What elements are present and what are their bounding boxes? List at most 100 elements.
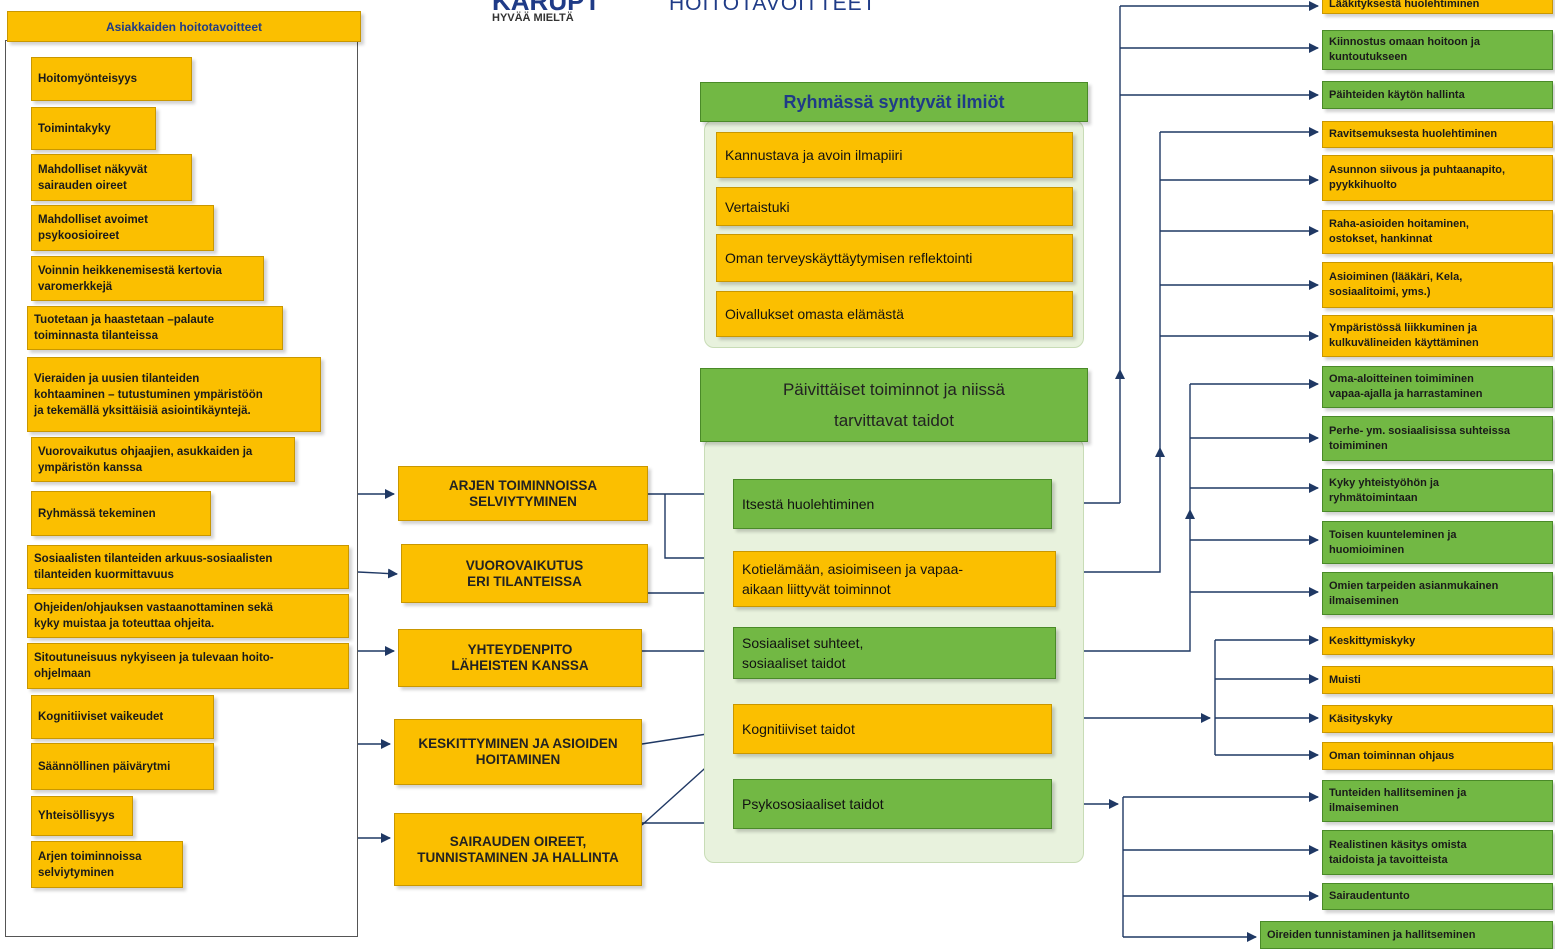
left-item-text: Sitoutuneisuus nykyiseen ja tulevaan hoi… xyxy=(34,652,274,680)
right-item-text: Lääkityksestä huolehtiminen xyxy=(1329,0,1480,10)
right-item-text: Oma-aloitteinen toimiminen vapaa-ajalla … xyxy=(1329,373,1483,400)
right-item-text: Omien tarpeiden asianmukainen ilmaisemin… xyxy=(1329,579,1499,607)
middle-item-text: SAIRAUDEN OIREET, TUNNISTAMINEN JA HALLI… xyxy=(417,833,619,865)
right-item-text: Asioiminen (lääkäri, Kela, sosiaalitoimi… xyxy=(1329,271,1463,298)
middle-item-3: YHTEYDENPITO LÄHEISTEN KANSSA xyxy=(398,629,642,687)
left-item-16: Arjen toiminnoissa selviytyminen xyxy=(31,841,183,888)
right-item-text: Realistinen käsitys omista taidoista ja … xyxy=(1329,838,1467,866)
right-item-12: Toisen kuunteleminen ja huomioiminen xyxy=(1322,521,1553,564)
right-item-text: Muisti xyxy=(1329,673,1361,686)
right-item-8: Ympäristössä liikkuminen ja kulkuvälinei… xyxy=(1322,315,1553,357)
left-item-text: Mahdolliset näkyvät sairauden oireet xyxy=(38,163,148,192)
right-item-text: Ravitsemuksesta huolehtiminen xyxy=(1329,128,1498,140)
group-panel-title: Ryhmässä syntyvät ilmiöt xyxy=(700,82,1088,122)
middle-item-text: ARJEN TOIMINNOISSA SELVIYTYMINEN xyxy=(448,477,598,509)
middle-item-text: KESKITTYMINEN JA ASIOIDEN HOITAMINEN xyxy=(418,736,618,767)
left-item-4: Mahdolliset avoimet psykoosioireet xyxy=(31,205,214,251)
right-item-18: Tunteiden hallitseminen ja ilmaiseminen xyxy=(1322,780,1553,822)
right-item-2: Kiinnostus omaan hoitoon ja kuntoutuksee… xyxy=(1322,30,1553,70)
right-item-6: Raha-asioiden hoitaminen, ostokset, hank… xyxy=(1322,210,1553,254)
right-item-13: Omien tarpeiden asianmukainen ilmaisemin… xyxy=(1322,572,1553,615)
left-item-text: Tuotetaan ja haastetaan –palaute toiminn… xyxy=(34,314,215,342)
middle-item-4: KESKITTYMINEN JA ASIOIDEN HOITAMINEN xyxy=(394,719,642,785)
middle-item-1: ARJEN TOIMINNOISSA SELVIYTYMINEN xyxy=(398,466,648,521)
daily-item-3: Sosiaaliset suhteet, sosiaaliset taidot xyxy=(733,627,1056,679)
right-item-text: Asunnon siivous ja puhtaanapito, pyykkih… xyxy=(1329,164,1506,191)
daily-item-text: Itsestä huolehtiminen xyxy=(742,496,875,512)
logo-subtext: HYVÄÄ MIELTÄ xyxy=(492,12,574,24)
left-item-3: Mahdolliset näkyvät sairauden oireet xyxy=(31,154,192,201)
group-item-text: Oivallukset omasta elämästä xyxy=(725,306,904,322)
right-item-text: Raha-asioiden hoitaminen, ostokset, hank… xyxy=(1329,218,1469,245)
right-item-19: Realistinen käsitys omista taidoista ja … xyxy=(1322,830,1553,875)
daily-item-4: Kognitiiviset taidot xyxy=(733,704,1052,754)
logo: KARUPT HYVÄÄ MIELTÄ xyxy=(492,0,612,28)
right-item-1: Lääkityksestä huolehtiminen xyxy=(1322,0,1553,14)
right-item-5: Asunnon siivous ja puhtaanapito, pyykkih… xyxy=(1322,155,1553,201)
group-item-text: Oman terveyskäyttäytymisen reflektointi xyxy=(725,250,973,266)
left-item-text: Toimintakyky xyxy=(38,122,111,135)
left-item-text: Mahdolliset avoimet psykoosioireet xyxy=(38,214,148,242)
right-item-3: Päihteiden käytön hallinta xyxy=(1322,81,1553,109)
group-item-1: Kannustava ja avoin ilmapiiri xyxy=(716,132,1073,178)
daily-item-text: Kognitiiviset taidot xyxy=(742,721,855,737)
left-item-14: Säännöllinen päivärytmi xyxy=(31,743,214,790)
right-item-11: Kyky yhteistyöhön ja ryhmätoimintaan xyxy=(1322,469,1553,512)
logo-text: KARUPT xyxy=(492,0,601,16)
right-item-21: Oireiden tunnistaminen ja hallitseminen xyxy=(1260,921,1553,949)
left-item-2: Toimintakyky xyxy=(31,107,156,150)
left-item-7: Vieraiden ja uusien tilanteiden kohtaami… xyxy=(27,357,321,432)
left-item-12: Sitoutuneisuus nykyiseen ja tulevaan hoi… xyxy=(27,643,349,689)
right-item-text: Päihteiden käytön hallinta xyxy=(1329,88,1465,101)
right-item-15: Muisti xyxy=(1322,666,1553,694)
middle-item-2: VUOROVAIKUTUS ERI TILANTEISSA xyxy=(401,544,648,603)
right-item-10: Perhe- ym. sosiaalisissa suhteissa toimi… xyxy=(1322,416,1553,461)
right-item-16: Käsityskyky xyxy=(1322,705,1553,733)
left-item-11: Ohjeiden/ohjauksen vastaanottaminen sekä… xyxy=(27,594,349,638)
right-item-text: Kiinnostus omaan hoitoon ja kuntoutuksee… xyxy=(1329,36,1480,63)
right-item-4: Ravitsemuksesta huolehtiminen xyxy=(1322,121,1553,148)
left-item-6: Tuotetaan ja haastetaan –palaute toiminn… xyxy=(27,306,283,350)
left-item-text: Ryhmässä tekeminen xyxy=(38,507,156,520)
left-item-10: Sosiaalisten tilanteiden arkuus-sosiaali… xyxy=(27,545,349,589)
group-item-4: Oivallukset omasta elämästä xyxy=(716,291,1073,337)
left-item-5: Voinnin heikkenemisestä kertovia varomer… xyxy=(31,256,264,301)
left-item-8: Vuorovaikutus ohjaajien, asukkaiden ja y… xyxy=(31,437,295,482)
daily-item-text: Kotielämään, asioimiseen ja vapaa- aikaa… xyxy=(742,561,964,597)
left-item-text: Arjen toiminnoissa selviytyminen xyxy=(38,850,142,879)
right-item-text: Kyky yhteistyöhön ja ryhmätoimintaan xyxy=(1329,476,1440,504)
group-item-3: Oman terveyskäyttäytymisen reflektointi xyxy=(716,234,1073,282)
right-item-text: Tunteiden hallitseminen ja ilmaiseminen xyxy=(1329,787,1467,814)
right-item-20: Sairaudentunto xyxy=(1322,883,1553,910)
daily-item-2: Kotielämään, asioimiseen ja vapaa- aikaa… xyxy=(733,551,1056,607)
daily-panel-title: Päivittäiset toiminnot ja niissä tarvitt… xyxy=(700,368,1088,442)
daily-panel-title-text: Päivittäiset toiminnot ja niissä tarvitt… xyxy=(782,380,1006,430)
right-item-text: Ympäristössä liikkuminen ja kulkuvälinei… xyxy=(1329,322,1479,349)
group-item-text: Vertaistuki xyxy=(725,198,790,215)
left-item-text: Vieraiden ja uusien tilanteiden kohtaami… xyxy=(34,372,263,417)
right-item-text: Keskittymiskyky xyxy=(1329,634,1416,647)
right-item-17: Oman toiminnan ohjaus xyxy=(1322,742,1553,770)
page-title: HOITOTAVOITTEET xyxy=(669,0,877,15)
left-item-text: Hoitomyönteisyys xyxy=(38,73,138,85)
right-item-9: Oma-aloitteinen toimiminen vapaa-ajalla … xyxy=(1322,366,1553,408)
middle-item-5: SAIRAUDEN OIREET, TUNNISTAMINEN JA HALLI… xyxy=(394,813,642,886)
left-item-text: Voinnin heikkenemisestä kertovia varomer… xyxy=(38,264,222,293)
left-item-text: Säännöllinen päivärytmi xyxy=(38,760,171,773)
right-item-text: Sairaudentunto xyxy=(1329,890,1410,902)
left-item-9: Ryhmässä tekeminen xyxy=(31,491,211,536)
group-panel-title-text: Ryhmässä syntyvät ilmiöt xyxy=(783,92,1005,112)
right-item-text: Oman toiminnan ohjaus xyxy=(1329,749,1455,762)
group-item-text: Kannustava ja avoin ilmapiiri xyxy=(725,147,903,163)
daily-item-text: Sosiaaliset suhteet, sosiaaliset taidot xyxy=(742,635,864,671)
daily-item-1: Itsestä huolehtiminen xyxy=(733,479,1052,529)
daily-item-text: Psykososiaaliset taidot xyxy=(742,796,884,812)
left-item-1: Hoitomyönteisyys xyxy=(31,57,192,101)
daily-item-5: Psykososiaaliset taidot xyxy=(733,779,1052,829)
right-item-text: Käsityskyky xyxy=(1329,712,1393,725)
middle-item-text: VUOROVAIKUTUS ERI TILANTEISSA xyxy=(465,557,584,589)
left-item-15: Yhteisöllisyys xyxy=(31,796,133,836)
right-item-14: Keskittymiskyky xyxy=(1322,627,1553,655)
left-item-text: Vuorovaikutus ohjaajien, asukkaiden ja y… xyxy=(38,445,253,474)
